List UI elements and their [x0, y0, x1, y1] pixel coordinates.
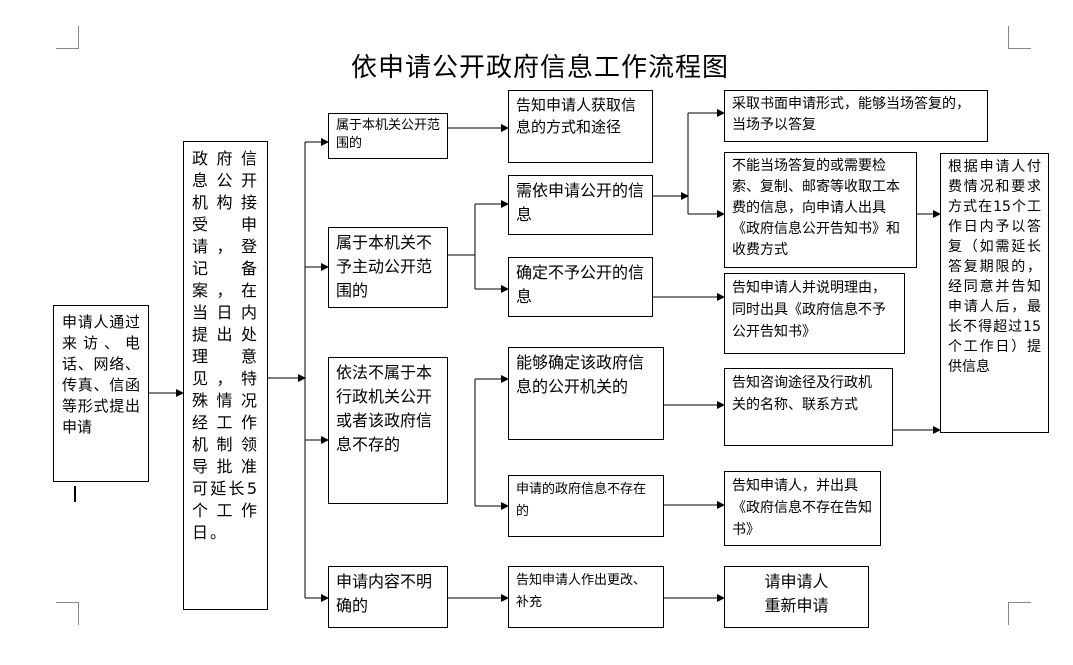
crop-mark-top-right [1008, 26, 1031, 49]
box-deny-public: 确定不予公开的信息 [508, 257, 653, 317]
box-registration: 政府信息公开机构接受申请，登记备案，在当日内提出处理意见，特殊情况经工作机制领导… [183, 141, 268, 610]
crop-mark-bottom-left [56, 602, 79, 625]
box-cat-public: 属于本机关公开范围的 [328, 113, 448, 159]
box-not-exist: 申请的政府信息不存在的 [508, 475, 664, 537]
box-final-provide: 根据申请人付费情况和要求方式在15个工作日内予以答复（如需延长答复期限的，经同意… [940, 153, 1049, 433]
box-cat-unclear: 申请内容不明确的 [328, 566, 448, 628]
box-need-apply: 需依申请公开的信息 [508, 175, 653, 235]
box-cat-notours: 依法不属于本行政机关公开或者该政府信息不存的 [328, 357, 448, 504]
box-inform-method: 告知申请人获取信息的方式和途径 [508, 90, 653, 163]
box-written-reply: 采取书面申请形式，能够当场答复的，当场予以答复 [724, 90, 988, 142]
box-inform-reason: 告知申请人并说明理由，同时出具《政府信息不予公开告知书》 [724, 273, 905, 354]
text-cursor-mark [74, 486, 76, 502]
box-inform-notexist: 告知申请人，并出具《政府信息不存在告知书》 [724, 471, 881, 546]
crop-mark-top-left [56, 26, 79, 49]
box-inform-contact: 告知咨询途径及行政机关的名称、联系方式 [724, 368, 893, 446]
box-applicant: 申请人通过来访、电话、网络、传真、信函等形式提出申请 [53, 305, 149, 482]
box-can-confirm-org: 能够确定该政府信息的公开机关的 [508, 347, 664, 440]
page-title: 依申请公开政府信息工作流程图 [350, 53, 729, 83]
crop-mark-bottom-right [1008, 602, 1031, 625]
box-cannot-reply: 不能当场答复的或需要检索、复制、邮寄等收取工本费的信息，向申请人出具《政府信息公… [724, 152, 917, 268]
box-inform-modify: 告知申请人作出更改、补充 [508, 566, 664, 628]
box-cat-nonactive: 属于本机关不予主动公开范围的 [328, 227, 448, 308]
box-reapply: 请申请人 重新申请 [724, 566, 869, 628]
